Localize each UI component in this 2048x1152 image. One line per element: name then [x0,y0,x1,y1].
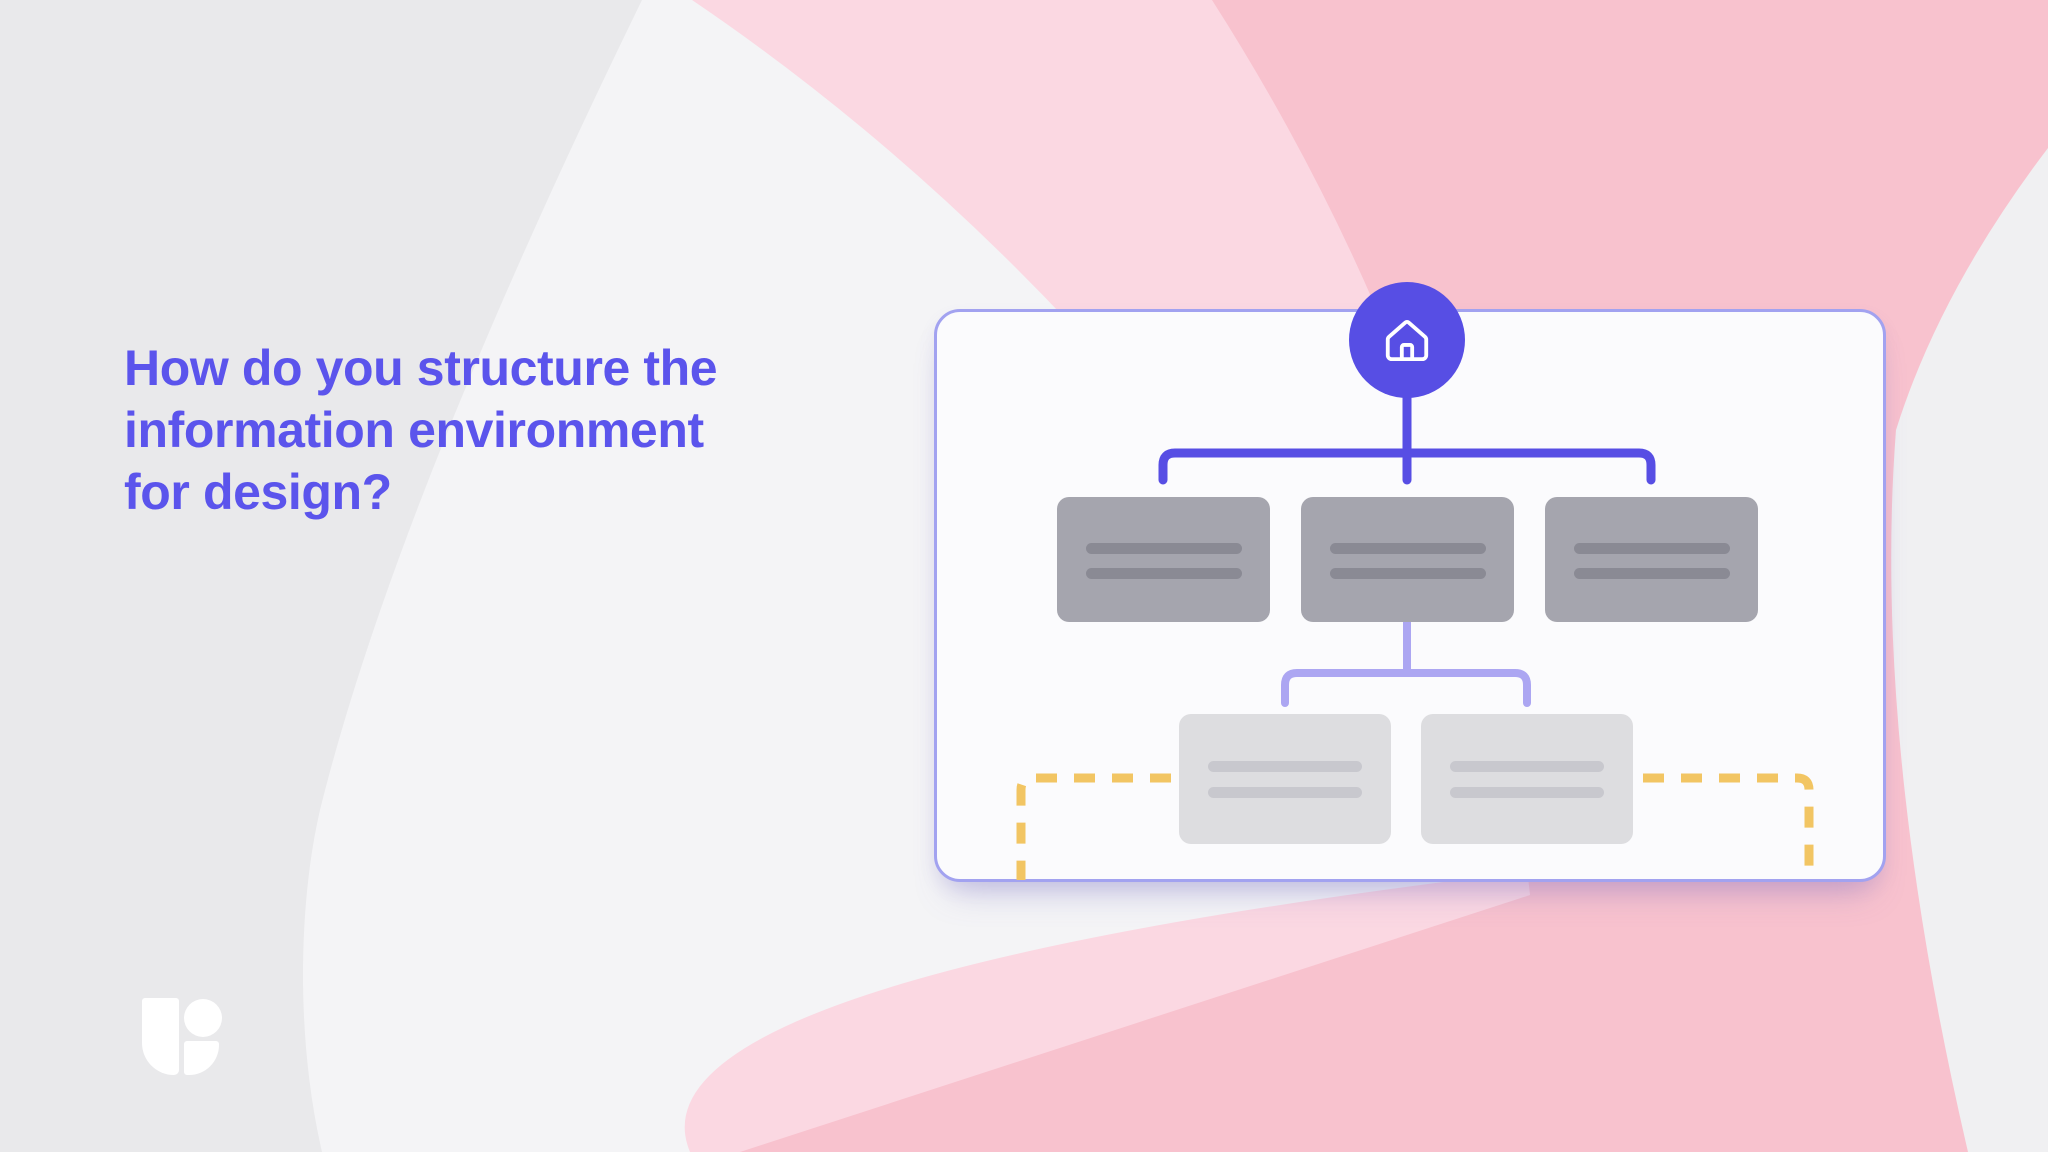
sitemap-node-level1-b [1301,497,1514,622]
home-icon [1385,320,1429,362]
title-line-3: for design? [124,463,392,520]
logo-left-shape [142,998,179,1075]
sitemap-node-level1-a [1057,497,1270,622]
bg-gray-right-wedge [1891,148,2048,1152]
text-placeholder-bar [1329,568,1486,579]
logo-corner-shape [184,1041,219,1075]
text-placeholder-bar [1573,543,1730,554]
connector-level1-bracket [1158,448,1656,485]
text-placeholder-bar [1450,761,1604,772]
dashed-slot-right [1643,773,1814,880]
dashed-slot-left [1016,773,1171,880]
sitemap-node-level2-a [1179,714,1391,844]
text-placeholder-bar [1085,568,1242,579]
logo-dot-shape [184,999,222,1037]
text-placeholder-bar [1329,543,1486,554]
sitemap-root-node [1349,282,1465,398]
text-placeholder-bar [1450,787,1604,798]
page-title: How do you structure the information env… [124,337,718,523]
sitemap-card [934,282,1886,882]
title-line-2: information environment [124,401,704,458]
title-line-1: How do you structure the [124,339,718,396]
text-placeholder-bar [1573,568,1730,579]
text-placeholder-bar [1085,543,1242,554]
sitemap-connectors [1016,393,1814,880]
connector-level2-bracket [1281,669,1531,707]
sitemap-node-level2-b [1421,714,1633,844]
usertesting-logo-mark [142,997,224,1078]
text-placeholder-bar [1208,787,1362,798]
text-placeholder-bar [1208,761,1362,772]
sitemap-node-level1-c [1545,497,1758,622]
